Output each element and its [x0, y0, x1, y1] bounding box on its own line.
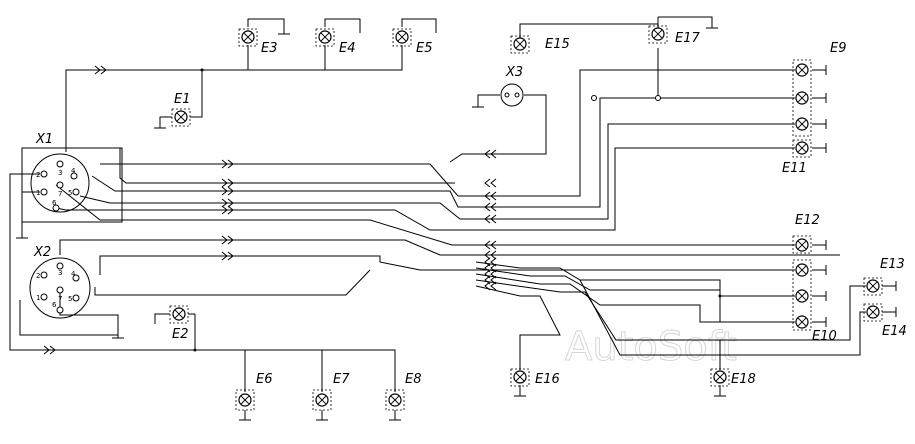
- lamp-e13: E13: [863, 257, 905, 296]
- connector-x2: 2 1 3 4 5 6 7 X2: [29, 245, 91, 319]
- lamp-group-e9: E9: [792, 41, 847, 137]
- lamp-e2: E2: [169, 305, 195, 342]
- lamp-e16: E16: [510, 368, 560, 387]
- lamp-e4-label: E4: [339, 41, 356, 56]
- x1-label: X1: [35, 132, 53, 147]
- x1-pin-label: 7: [58, 190, 62, 198]
- lamp-group-e10: E10: [792, 259, 837, 344]
- lamp-e18-label: E18: [731, 372, 756, 387]
- lamp-e5-label: E5: [416, 41, 433, 56]
- lamp-e14: E14: [863, 303, 907, 339]
- x1-pin-label: 1: [36, 189, 40, 197]
- lamp-e11-label: E11: [782, 161, 807, 176]
- lamp-e7: E7: [312, 372, 350, 421]
- lamp-e1: E1: [171, 92, 191, 127]
- x1-pin-label: 4: [71, 167, 76, 175]
- connector-x1: 2 1 3 4 5 6 7 X1: [21, 132, 123, 223]
- lamp-e3-label: E3: [261, 41, 278, 56]
- lamp-e11: E11: [782, 139, 812, 176]
- lamp-e12-label: E12: [795, 213, 820, 228]
- x2-pin-label: 3: [58, 269, 62, 277]
- lamp-e15-label: E15: [545, 37, 570, 52]
- x1-pin-label: 3: [58, 169, 62, 177]
- x3-label: X3: [505, 65, 523, 80]
- x2-pin-label: 5: [68, 295, 72, 303]
- lamp-e2-label: E2: [172, 327, 189, 342]
- lamp-e3: E3: [238, 28, 278, 56]
- lamp-e4: E4: [315, 28, 356, 56]
- lamp-e16-label: E16: [535, 372, 560, 387]
- lamp-e17: E17: [648, 25, 700, 46]
- x2-pin-label: 4: [71, 270, 76, 278]
- lamp-e9-label: E9: [830, 41, 847, 56]
- watermark: AutoSoft: [565, 324, 737, 370]
- lamp-e1-label: E1: [174, 92, 191, 107]
- connector-x3: X3: [500, 65, 524, 107]
- x2-pin-label: 7: [58, 295, 62, 303]
- x2-pin-label: 2: [36, 272, 40, 280]
- lamp-e12: E12: [792, 213, 820, 254]
- lamp-e18: E18: [710, 368, 756, 387]
- x1-pin-label: 2: [36, 171, 40, 179]
- wires: [9, 16, 897, 397]
- lamp-e14-label: E14: [882, 324, 907, 339]
- lamp-e13-label: E13: [880, 257, 905, 272]
- lamp-e8-label: E8: [405, 372, 422, 387]
- lamp-e17-label: E17: [675, 31, 700, 46]
- lamp-e15: E15: [510, 35, 570, 54]
- lamp-e7-label: E7: [333, 372, 350, 387]
- lamp-e8: E8: [385, 372, 422, 421]
- x1-pin-label: 5: [68, 189, 72, 197]
- lamp-e6-label: E6: [256, 372, 273, 387]
- lamp-e5: E5: [392, 28, 433, 56]
- lamp-e6: E6: [235, 372, 273, 421]
- x2-pin-label: 6: [52, 301, 57, 309]
- x2-pin-label: 1: [36, 294, 40, 302]
- x1-pin-label: 6: [52, 199, 57, 207]
- x2-label: X2: [33, 245, 51, 260]
- lamp-e10-label: E10: [812, 329, 837, 344]
